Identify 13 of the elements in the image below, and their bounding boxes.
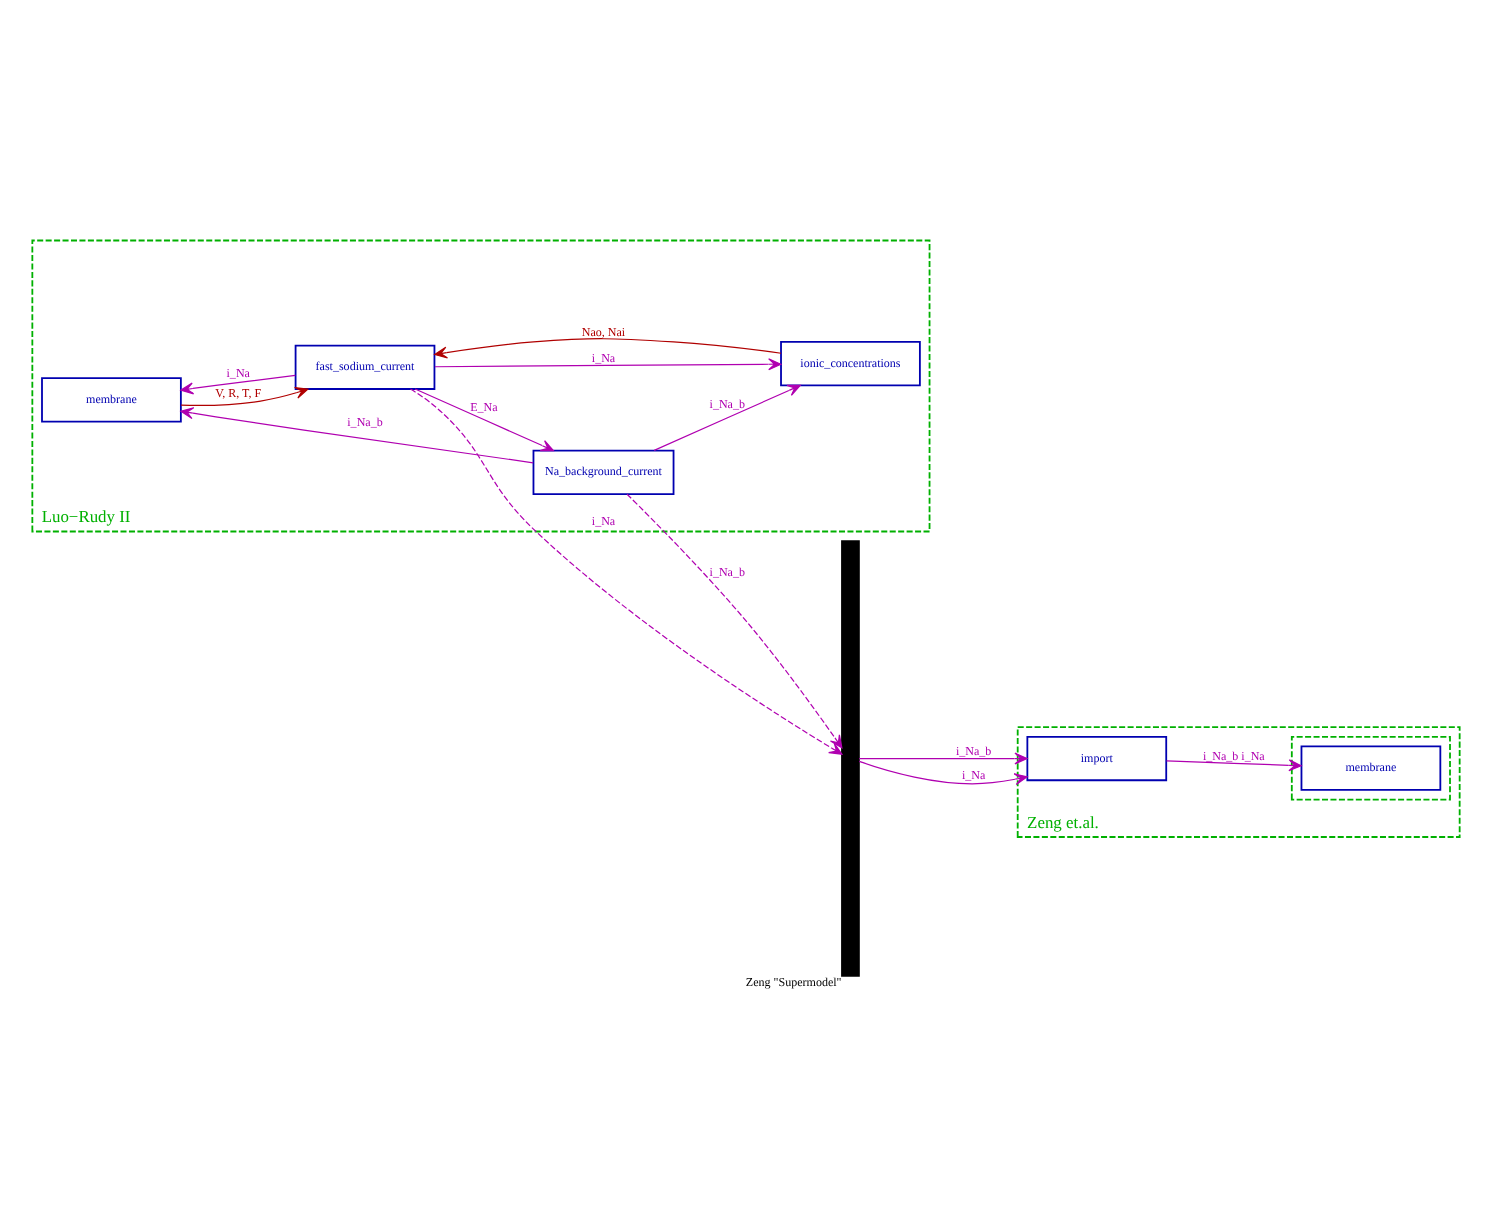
arrow bbox=[1165, 759, 1302, 772]
arrow bbox=[180, 407, 534, 464]
arrow bbox=[858, 752, 1028, 765]
arrow bbox=[434, 338, 782, 359]
arrow bbox=[653, 384, 801, 451]
arrow bbox=[626, 493, 843, 749]
node-bar bbox=[841, 540, 860, 977]
arrow bbox=[434, 358, 782, 371]
arrow bbox=[180, 386, 309, 406]
arrow bbox=[180, 374, 296, 395]
arrow bbox=[409, 388, 843, 755]
arrow bbox=[858, 760, 1028, 786]
arrow bbox=[414, 388, 555, 452]
